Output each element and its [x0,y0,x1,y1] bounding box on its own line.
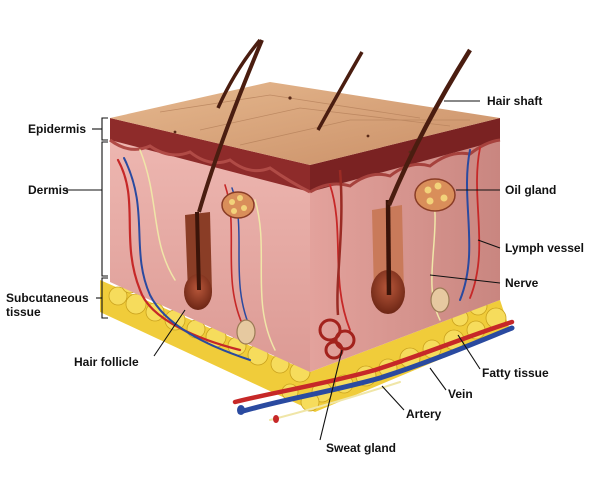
label-epidermis: Epidermis [28,122,86,136]
skin-surface [110,82,500,165]
oil-gland-right [414,178,456,212]
label-subcutaneous-line1: Subcutaneous [6,291,89,305]
label-subcutaneous-line2: tissue [6,305,41,319]
label-sweat-gland: Sweat gland [326,441,396,455]
dermis-bracket [101,141,108,277]
leader-lines [153,100,501,441]
hair-follicle-right [371,48,472,314]
epidermis-bracket [101,117,108,141]
label-nerve: Nerve [505,276,539,290]
vessel-network [116,147,481,361]
epidermis-right-band [310,118,500,192]
label-oil-gland: Oil gland [505,183,556,197]
hair-strand [316,51,364,131]
hair-strand [216,38,262,109]
receptor [236,319,256,345]
label-artery: Artery [406,407,442,421]
hair-shaft [386,48,472,206]
receptor [430,287,450,313]
oil-gland-left [221,191,255,219]
sweat-gland [318,169,356,360]
label-vein: Vein [448,387,473,401]
label-dermis: Dermis [28,183,69,197]
layer-brackets [66,117,108,319]
label-hair-follicle: Hair follicle [74,355,139,369]
label-lymph-vessel: Lymph vessel [505,241,584,255]
hair-strand [197,39,264,213]
label-hair-shaft: Hair shaft [487,94,542,108]
epidermis-front-band [110,118,310,192]
hair-follicle-left [184,39,264,310]
label-fatty-tissue: Fatty tissue [482,366,549,380]
